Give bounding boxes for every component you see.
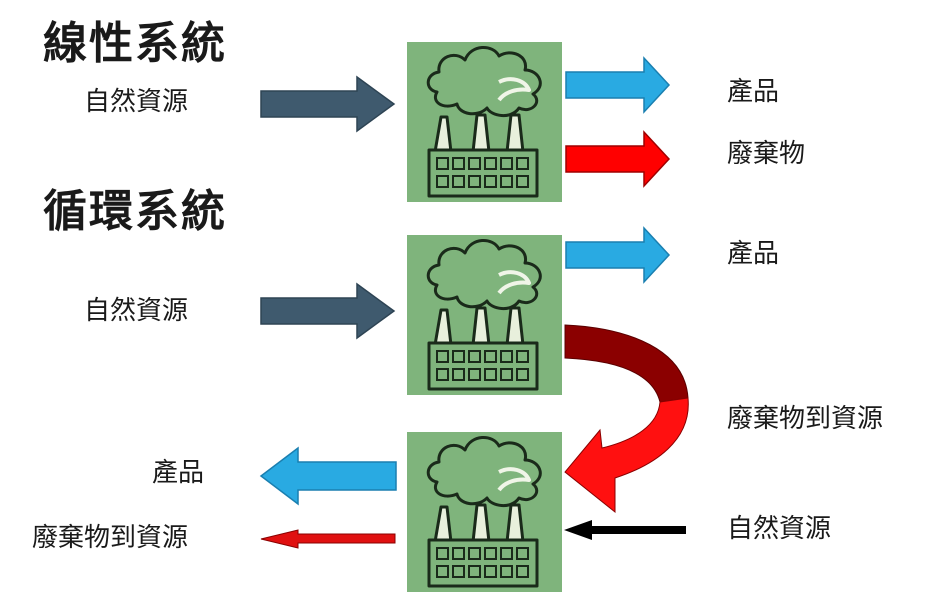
circular-product-label: 產品 bbox=[727, 239, 780, 269]
linear-input-arrow bbox=[260, 75, 396, 133]
factory2-product-arrow bbox=[259, 446, 397, 506]
linear-waste-label: 廢棄物 bbox=[727, 139, 806, 169]
circular-product-arrow bbox=[565, 226, 671, 284]
linear-product-arrow bbox=[565, 56, 671, 114]
waste-to-resource-loop-arrow bbox=[564, 324, 689, 514]
factory2-waste-arrow bbox=[260, 529, 396, 549]
circular-input-arrow bbox=[260, 282, 396, 340]
linear-product-label: 產品 bbox=[727, 77, 780, 107]
linear-input-label: 自然資源 bbox=[84, 87, 189, 117]
factory-icon bbox=[426, 239, 542, 391]
factory2-waste-label: 廢棄物到資源 bbox=[32, 523, 189, 553]
factory-icon bbox=[426, 436, 542, 588]
factory2-product-label: 產品 bbox=[152, 458, 205, 488]
loop-label: 廢棄物到資源 bbox=[727, 404, 884, 434]
factory-icon bbox=[426, 46, 542, 198]
circular-input-label: 自然資源 bbox=[84, 296, 189, 326]
linear-system-title: 線性系統 bbox=[43, 18, 227, 69]
linear-waste-arrow bbox=[565, 130, 671, 188]
circular-system-title: 循環系統 bbox=[43, 186, 227, 237]
circular-factory-1 bbox=[407, 235, 562, 395]
natural-resource-input-label: 自然資源 bbox=[727, 514, 832, 544]
circular-factory-2 bbox=[407, 432, 562, 592]
natural-resource-input-arrow bbox=[564, 520, 686, 540]
linear-factory bbox=[407, 42, 562, 202]
